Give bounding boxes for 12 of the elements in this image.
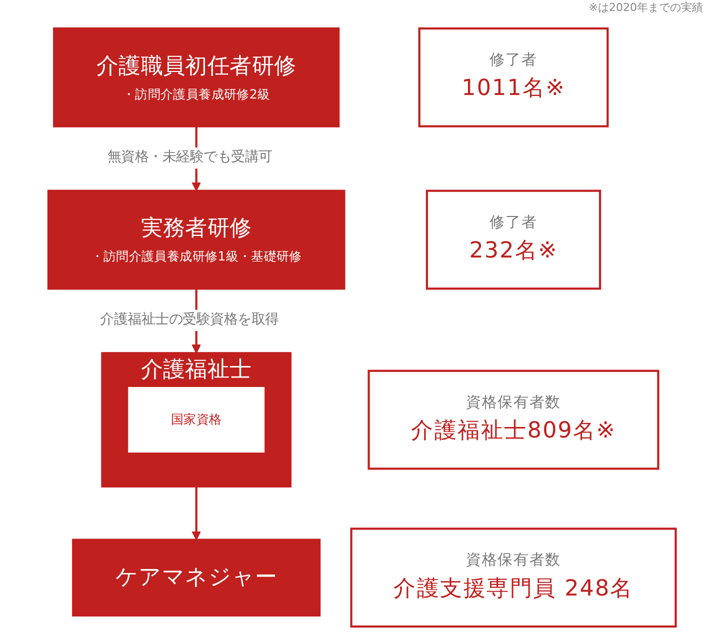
node-box: 資格保有者数 介護福祉士809名※: [368, 370, 660, 470]
arrow: [192, 486, 202, 540]
node-box: 修了者 232名※: [426, 190, 602, 290]
note-text: ※は2020年までの実績: [588, 1, 703, 15]
node-box: 実務者研修 ・訪問介護員養成研修1級・基礎研修: [48, 190, 346, 290]
edge-label: 介護福祉士の受験資格を取得: [100, 312, 280, 328]
edge-label: 無資格・未経験でも受講可: [108, 150, 273, 166]
node-box: 資格保有者数 介護支援専門員 248名: [350, 528, 678, 628]
node-box: 介護職員初任者研修 ・訪問介護員養成研修2級: [53, 27, 340, 128]
node-box: ケアマネジャー: [72, 538, 322, 616]
node-box: 国家資格: [128, 387, 265, 453]
node-box: 修了者 1011名※: [418, 27, 610, 128]
